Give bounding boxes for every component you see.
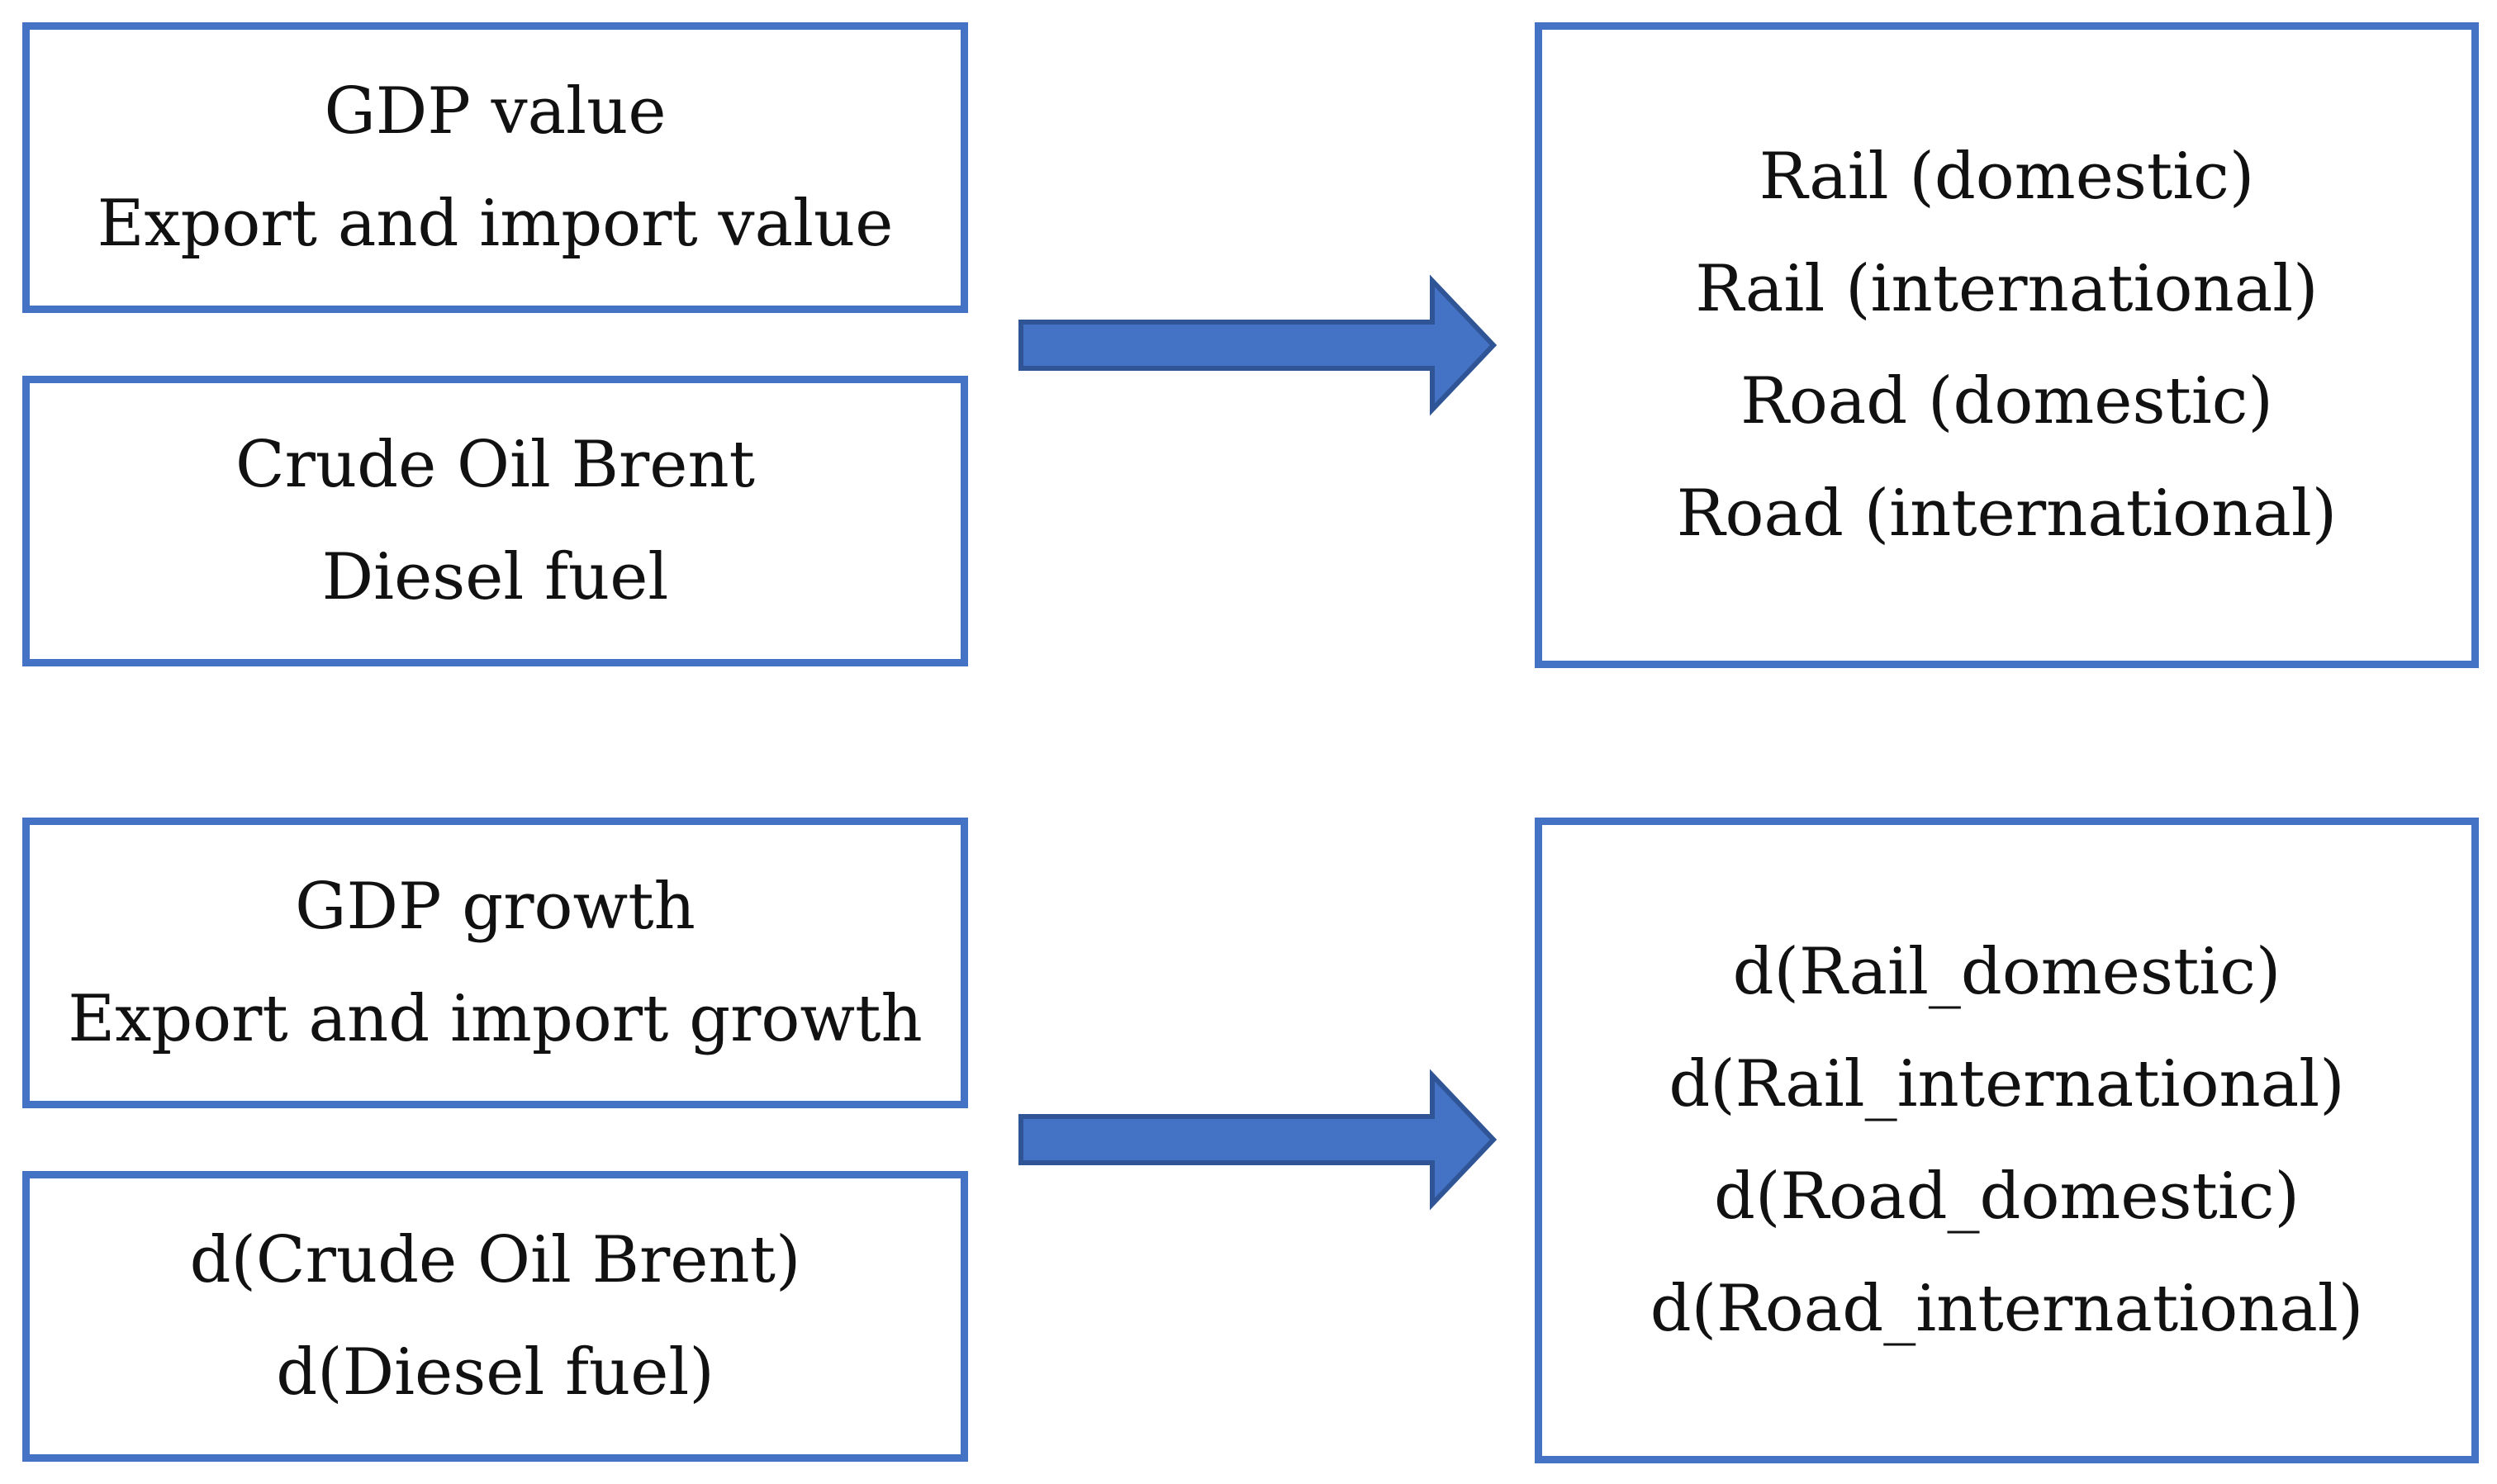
fuel-price-difference-box: d(Crude Oil Brent) d(Diesel fuel)	[22, 1171, 968, 1462]
freight-volume-box: Rail (domestic) Rail (international) Roa…	[1535, 22, 2479, 668]
box-line: Diesel fuel	[321, 540, 669, 614]
box-line: d(Crude Oil Brent)	[189, 1223, 801, 1297]
box-line: Rail (domestic)	[1759, 140, 2255, 214]
fuel-price-box: Crude Oil Brent Diesel fuel	[22, 376, 968, 666]
bottom-right-arrow-icon	[1018, 1069, 1498, 1211]
box-line: Road (international)	[1676, 476, 2338, 551]
box-line: d(Rail_domestic)	[1732, 935, 2281, 1009]
top-right-arrow-icon	[1018, 274, 1498, 416]
box-line: Rail (international)	[1695, 252, 2319, 326]
freight-difference-box: d(Rail_domestic) d(Rail_international) d…	[1535, 818, 2479, 1463]
box-line: d(Diesel fuel)	[276, 1335, 714, 1410]
gdp-trade-growth-box: GDP growth Export and import growth	[22, 818, 968, 1108]
box-line: Crude Oil Brent	[235, 428, 756, 502]
box-line: d(Rail_international)	[1669, 1047, 2345, 1121]
box-line: d(Road_international)	[1650, 1272, 2364, 1346]
box-line: GDP growth	[295, 870, 695, 944]
box-line: Export and import growth	[68, 982, 923, 1056]
gdp-trade-value-box: GDP value Export and import value	[22, 22, 968, 313]
box-line: Export and import value	[97, 187, 894, 261]
box-line: Road (domestic)	[1740, 364, 2273, 439]
box-line: GDP value	[324, 74, 667, 149]
box-line: d(Road_domestic)	[1714, 1159, 2300, 1234]
